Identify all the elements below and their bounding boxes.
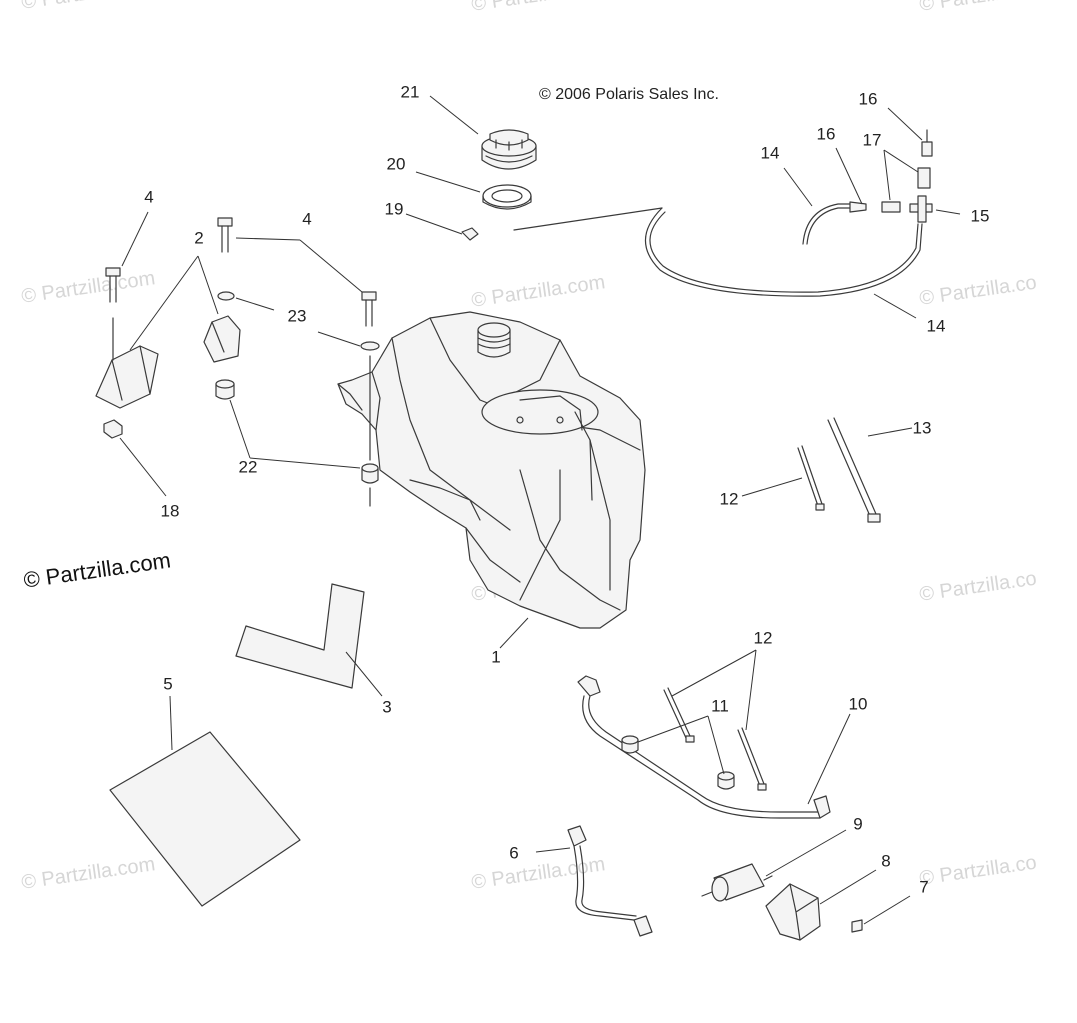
cable-ties — [663, 417, 881, 791]
vent-hose-assembly — [513, 129, 933, 297]
fuel-tank — [337, 311, 646, 629]
copyright-notice: © 2006 Polaris Sales Inc. — [539, 86, 719, 103]
fuel-filter — [701, 863, 773, 902]
callout-4: 4 — [302, 209, 312, 229]
callout-4: 4 — [144, 187, 154, 207]
callout-22: 22 — [238, 457, 258, 477]
callout-19: 19 — [384, 199, 404, 219]
push-rivet — [851, 919, 863, 933]
mounting-brackets — [95, 217, 380, 507]
angle-pad — [235, 583, 365, 689]
pad-sheet — [109, 731, 301, 907]
callout-6: 6 — [509, 843, 519, 863]
callout-7: 7 — [919, 877, 929, 897]
cap-gasket — [482, 184, 532, 210]
small-clip — [461, 227, 479, 241]
callout-1: 1 — [491, 647, 501, 667]
callout-18: 18 — [160, 501, 180, 521]
fuel-line-upper — [577, 675, 831, 819]
callout-14: 14 — [760, 143, 780, 163]
callout-8: 8 — [881, 851, 891, 871]
grommets — [621, 735, 735, 790]
callout-16: 16 — [816, 124, 836, 144]
callout-16: 16 — [858, 89, 878, 109]
callout-9: 9 — [853, 814, 863, 834]
callout-20: 20 — [386, 154, 406, 174]
callout-12: 12 — [753, 628, 773, 648]
callout-13: 13 — [912, 418, 932, 438]
callout-17: 17 — [862, 130, 882, 150]
callout-23: 23 — [287, 306, 307, 326]
callout-10: 10 — [848, 694, 868, 714]
callout-5: 5 — [163, 674, 173, 694]
callout-12: 12 — [719, 489, 739, 509]
callout-14: 14 — [926, 316, 946, 336]
callout-21: 21 — [400, 82, 420, 102]
fuel-cap — [481, 129, 537, 170]
leader-lines — [119, 95, 961, 925]
callout-11: 11 — [711, 696, 729, 716]
callout-2: 2 — [194, 228, 204, 248]
fuel-line-lower — [567, 825, 653, 937]
filter-clamp — [765, 883, 821, 941]
callout-3: 3 — [382, 697, 392, 717]
callout-15: 15 — [970, 206, 990, 226]
